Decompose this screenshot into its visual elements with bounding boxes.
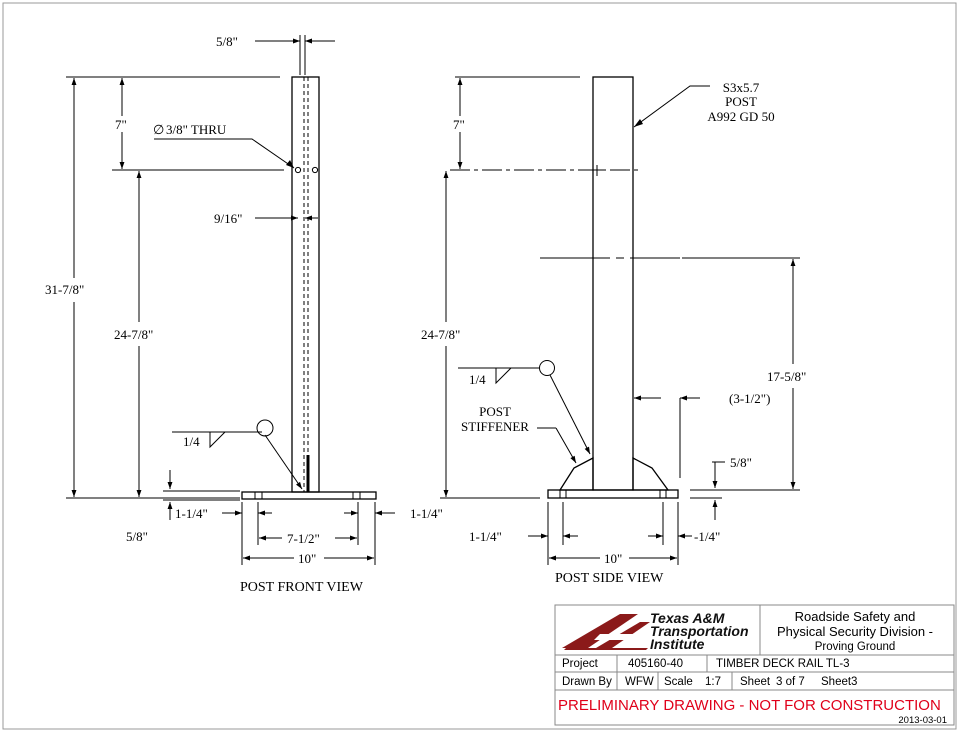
scale-label: Scale [664, 676, 693, 688]
weld-leader [549, 374, 591, 455]
hole-note-symbol: ∅ [153, 122, 164, 137]
front-post-outline [291, 76, 320, 493]
sheet-value: 3 of 7 [776, 676, 805, 688]
side-post-outline [592, 76, 634, 491]
logo-text-line: Institute [650, 636, 705, 652]
stiffener-label-line: STIFFENER [461, 419, 529, 434]
weld-size: 1/4 [183, 434, 200, 449]
stiffener-right [632, 456, 670, 491]
dim-plate-thickness: 5/8" [126, 529, 148, 544]
leader-arrowhead [286, 160, 294, 168]
dim-hole-offset: 9/16" [214, 211, 242, 226]
leader-arrowhead [634, 119, 643, 127]
dim-lower-height: 24-7/8" [114, 327, 153, 342]
weld-leader [264, 434, 303, 490]
front-view: 5/8" 31-7/8" 7" 24-7/8" ∅ 3/8" THRU 9/16… [45, 34, 443, 595]
drawing-title: TIMBER DECK RAIL TL-3 [716, 658, 850, 670]
preliminary-warning: PRELIMINARY DRAWING - NOT FOR CONSTRUCTI… [558, 697, 941, 714]
post-label-line: A992 GD 50 [707, 109, 774, 124]
title-block-frame [554, 604, 955, 726]
title-block: Texas A&M Transportation Institute Roads… [554, 604, 955, 726]
side-dim-edge-right: -1/4" [694, 529, 720, 544]
dim-plate-width: 10" [298, 551, 316, 566]
project-label: Project [562, 658, 599, 670]
project-value: 405160-40 [628, 658, 683, 670]
side-dim-hole-spacing: 7" [453, 117, 465, 132]
weld-symbol [209, 431, 226, 449]
weld-symbol [495, 367, 512, 385]
stiffener-left [558, 456, 594, 491]
front-hole [294, 166, 302, 174]
logo-text-line: Transportation [650, 623, 749, 639]
dim-bolt-spacing: 7-1/2" [287, 531, 320, 546]
drawn-by-label: Drawn By [562, 676, 612, 688]
division-line: Proving Ground [815, 641, 896, 653]
dim-edge-left: 1-1/4" [175, 506, 208, 521]
drawing-date: 2013-03-01 [898, 715, 947, 726]
drawn-by-value: WFW [625, 676, 654, 688]
post-label-line: S3x5.7 [723, 80, 760, 95]
dim-overall-height: 31-7/8" [45, 282, 84, 297]
front-base-plate [241, 491, 377, 500]
tti-logo-icon [562, 614, 650, 650]
post-leader [633, 85, 710, 128]
sheet-label: Sheet [740, 676, 771, 688]
front-view-title: POST FRONT VIEW [240, 580, 364, 595]
division-line: Roadside Safety and [795, 609, 916, 624]
post-label-line: POST [725, 94, 757, 109]
front-hole [311, 166, 319, 174]
side-dim-lower-height: 24-7/8" [421, 327, 460, 342]
dim-hole-spacing: 7" [115, 117, 127, 132]
weld-all-around-icon [539, 360, 555, 376]
hole-note: 3/8" THRU [166, 122, 227, 137]
dim-stiffener-height: 17-5/8" [767, 369, 806, 384]
stiffener-label-line: POST [479, 404, 511, 419]
weld-all-around-icon [256, 419, 274, 437]
dim-offset: (3-1/2") [729, 391, 770, 406]
sheet-name: Sheet3 [821, 676, 857, 688]
dim-edge-right: 1-1/4" [410, 506, 443, 521]
dim-flange-thickness: 5/8" [216, 34, 238, 49]
logo-text-line: Texas A&M [650, 610, 725, 626]
scale-value: 1:7 [705, 676, 721, 688]
side-view-title: POST SIDE VIEW [555, 571, 664, 586]
side-base-plate [547, 489, 679, 499]
side-view: 7" 24-7/8" 17-5/8" (3-1/2") S3x5.7 POST … [421, 76, 806, 586]
side-weld-size: 1/4 [469, 372, 486, 387]
side-dim-plate-width: 10" [604, 551, 622, 566]
side-dim-plate-thickness: 5/8" [730, 455, 752, 470]
division-line: Physical Security Division - [777, 624, 933, 639]
stiffener-leader [555, 427, 577, 464]
hole-leader [154, 138, 295, 169]
side-dim-edge-left: 1-1/4" [469, 529, 502, 544]
